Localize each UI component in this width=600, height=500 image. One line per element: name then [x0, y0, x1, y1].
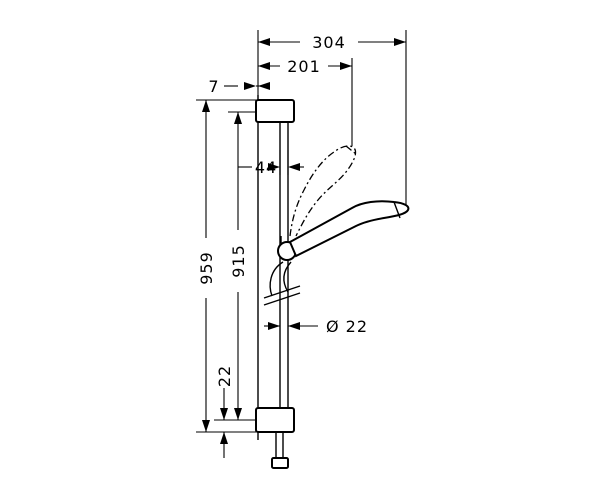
dimension-labels: 304 201 7 44 959 915 22 Ø 22 [197, 33, 368, 387]
slider [263, 236, 301, 306]
dimension-22-bottom [220, 388, 228, 458]
label-22: 22 [215, 365, 234, 387]
bottom-wall-bracket [255, 407, 295, 433]
label-201: 201 [287, 57, 321, 76]
shower-set-outline [255, 95, 410, 469]
dimension-7 [224, 82, 270, 90]
dimension-44 [238, 163, 304, 171]
label-44: 44 [255, 158, 277, 177]
hose-connector [271, 432, 289, 469]
hand-shower [288, 200, 410, 258]
dimension-lines [196, 30, 407, 458]
dimension-rail-diameter [264, 322, 318, 330]
hand-shower-tilted-position [289, 145, 357, 237]
dimension-304 [258, 38, 406, 46]
label-304: 304 [312, 33, 346, 52]
label-rail-diameter: Ø 22 [326, 317, 368, 336]
dimension-915 [234, 112, 242, 420]
dimension-201 [258, 62, 352, 70]
label-915: 915 [229, 244, 248, 278]
label-7: 7 [208, 77, 219, 96]
top-wall-bracket [255, 99, 295, 123]
dimension-959 [202, 100, 210, 432]
label-959: 959 [197, 251, 216, 285]
